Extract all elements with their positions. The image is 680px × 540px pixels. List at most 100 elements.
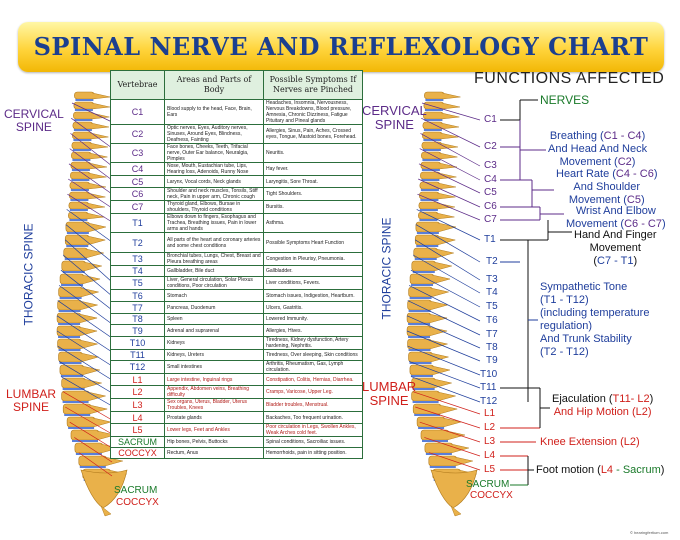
sympathetic-close2: ) xyxy=(585,346,589,358)
right-spine-spinous-process xyxy=(437,235,456,246)
right-spine-nerve-line xyxy=(424,437,481,457)
right-spine-nerve-line xyxy=(412,254,481,294)
left-spine-spinous-process xyxy=(81,365,100,376)
left-lumbar-label: LUMBAR SPINE xyxy=(6,388,56,414)
left-spine-vertebra-body xyxy=(58,351,83,363)
right-vertebra-label: L2 xyxy=(484,422,496,433)
table-cell-symptoms: Stomach issues, Indigestion, Heartburn. xyxy=(263,289,363,302)
right-spine-vertebra-body xyxy=(416,416,446,428)
left-spine-nerve-line xyxy=(63,391,113,421)
heart-close2: ) xyxy=(640,194,645,206)
table-cell-symptoms: Bursitis. xyxy=(263,200,363,214)
table-cell-area: Appendix, Abdomen veins, Breathing diffi… xyxy=(164,385,264,399)
right-spine-vertebra-body xyxy=(418,211,439,220)
left-spine-disc xyxy=(71,179,90,181)
right-spine-nerve-line xyxy=(407,300,481,336)
function-knee: Knee Extension (L2) xyxy=(540,436,640,449)
table-cell-symptoms: Tiredness, Over sleeping, Skin condition… xyxy=(263,349,363,361)
left-spine-vertebra-body xyxy=(69,181,91,190)
function-breathing: Breathing (C1 - C4) And Head And Neck Mo… xyxy=(548,130,647,169)
table-cell-v: L3 xyxy=(110,398,165,412)
left-spine-vertebra-body xyxy=(72,131,93,140)
right-spine-nerve-line xyxy=(406,330,481,362)
right-spine-disc xyxy=(411,284,434,286)
right-spine-vertebra-body xyxy=(420,429,450,441)
breathing-c2: C2 xyxy=(617,156,632,168)
table-cell-area: Stomach xyxy=(164,289,264,302)
right-spine-nerve-line xyxy=(409,361,481,389)
left-spine-disc xyxy=(74,109,93,111)
right-coccyx-label: COCCYX xyxy=(470,490,513,501)
left-spine-disc xyxy=(64,258,87,260)
left-spine-spinous-process xyxy=(92,92,111,100)
function-sympathetic: Sympathetic Tone (T1 - T12) (including t… xyxy=(540,281,649,359)
table-cell-symptoms: Tight Shoulders. xyxy=(263,187,363,201)
right-spine-disc xyxy=(416,232,439,234)
right-spine-spinous-process xyxy=(433,378,452,389)
table-cell-v: T7 xyxy=(110,301,165,314)
wrist-move: Movement ( xyxy=(566,218,625,230)
left-spine-spinous-process xyxy=(91,112,110,120)
table-cell-area: Hip bones, Pelvis, Buttocks xyxy=(164,436,264,448)
left-coccyx-label: COCCYX xyxy=(116,497,159,508)
left-spine-nerve-line xyxy=(57,345,113,381)
right-cervical-label: CERVICAL SPINE xyxy=(362,104,427,132)
right-vertebra-label: L1 xyxy=(484,408,496,419)
table-cell-symptoms: Liver conditions, Fevers. xyxy=(263,276,363,290)
right-spine-spinous-process xyxy=(437,182,456,190)
left-spine-disc xyxy=(73,139,92,141)
right-spine-spinous-process xyxy=(442,92,461,100)
heart-c5: C5 xyxy=(626,194,641,206)
sympathetic-range: T1 - T12 xyxy=(543,294,586,306)
left-spine-spinous-process xyxy=(90,122,109,130)
hand-close: ) xyxy=(633,255,638,267)
left-spine-spinous-process xyxy=(87,222,106,233)
table-cell-area: Pancreas, Duodenum xyxy=(164,301,264,314)
left-spine-nerve-line xyxy=(60,376,113,407)
left-spine-coccyx xyxy=(100,505,112,517)
left-spine-vertebra-body xyxy=(74,442,104,454)
right-spine-disc xyxy=(425,99,444,101)
right-spine-nerve-line xyxy=(417,193,481,221)
right-spine-spinous-process xyxy=(443,417,462,428)
table-cell-area: Prostate glands xyxy=(164,411,264,424)
right-spine-spinous-process xyxy=(436,212,455,220)
left-spine-disc xyxy=(74,119,93,121)
breathing-text: Breathing ( xyxy=(549,130,604,142)
right-spine-spinous-process xyxy=(440,122,459,130)
right-spine-vertebra-body xyxy=(422,131,443,140)
right-vertebra-label: T6 xyxy=(486,315,498,326)
header-vertebrae: Vertebrae xyxy=(110,70,165,100)
left-spine-nerve-line xyxy=(69,421,113,449)
left-spine-vertebra-body xyxy=(61,260,87,272)
left-spine-vertebra-body xyxy=(56,325,82,337)
left-spine-disc xyxy=(62,388,85,390)
chart-title: SPINAL NERVE AND REFLEXOLOGY CHART xyxy=(33,32,649,61)
right-spine-disc xyxy=(421,179,440,181)
right-spine-nerve-line xyxy=(419,148,481,181)
table-cell-area: Spleen xyxy=(164,313,264,325)
right-cervical-line1: CERVICAL xyxy=(362,103,427,118)
left-spine-spinous-process xyxy=(89,404,108,415)
right-spine-disc xyxy=(408,310,431,312)
left-spine-disc xyxy=(62,401,89,403)
left-spine-nerve-line xyxy=(62,254,113,297)
sympathetic-line1: Sympathetic Tone xyxy=(540,281,628,293)
left-spine-nerve-line xyxy=(56,330,113,367)
left-spine-spinous-process xyxy=(83,261,102,272)
right-vertebra-label: C2 xyxy=(484,141,497,152)
right-spine-nerve-line xyxy=(407,345,481,376)
right-vertebra-label: L3 xyxy=(484,436,496,447)
right-spine-vertebra-body xyxy=(421,141,443,150)
right-spine-disc xyxy=(425,453,452,455)
right-spine-spinous-process xyxy=(440,132,459,140)
header-symptoms: Possible Symptoms If Nerves are Pinched xyxy=(263,70,363,100)
right-spine-vertebra-body xyxy=(424,91,445,100)
table-cell-area: Kidneys, Ureters xyxy=(164,349,264,361)
